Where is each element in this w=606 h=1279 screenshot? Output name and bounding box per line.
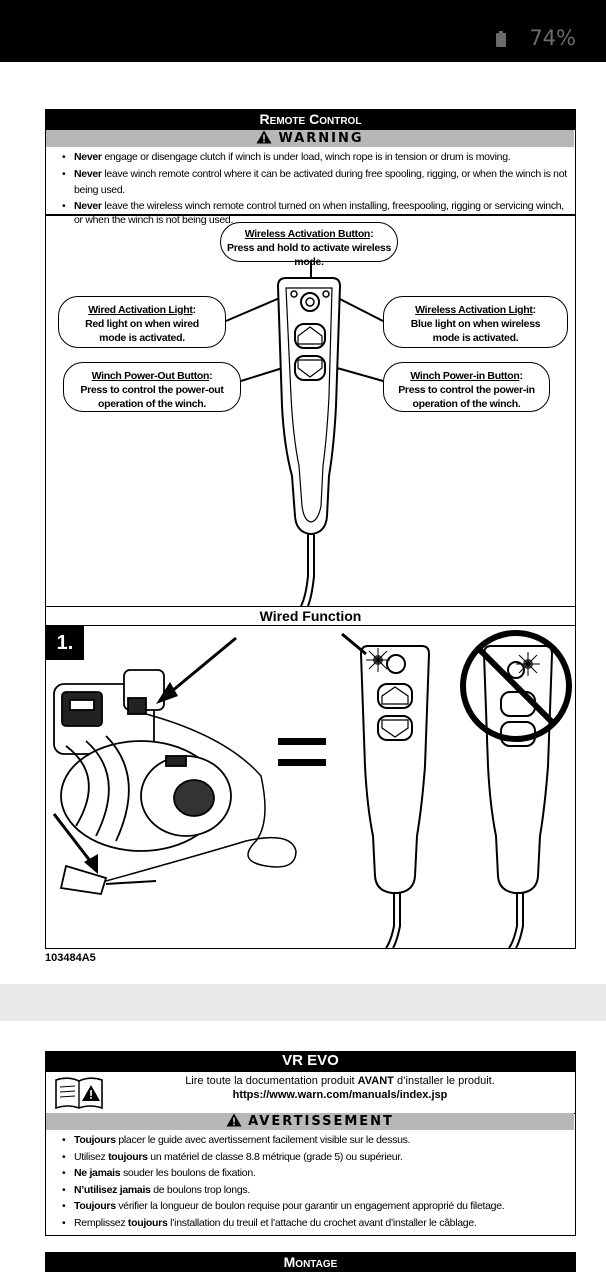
callout-wired-activation-light: Wired Activation Light:Red light on when… <box>58 296 226 348</box>
avertissement-title: AVERTISSEMENT <box>248 1114 394 1129</box>
callout-wireless-activation-button: Wireless Activation Button:Press and hol… <box>220 222 398 268</box>
warning-list: Never engage or disengage clutch if winc… <box>56 149 571 227</box>
wired-function-illustration <box>52 630 572 948</box>
manual-page-1: Remote Control WARNING Never engage or d… <box>0 62 606 984</box>
section-title-montage: Montage <box>45 1252 576 1272</box>
section-title-remote-control: Remote Control <box>45 109 576 129</box>
warning-title: WARNING <box>278 131 364 146</box>
avertissement-item: Ne jamais souder les boulons de fixation… <box>56 1165 571 1182</box>
warning-triangle-icon <box>226 1113 242 1127</box>
read-docs-box: Lire toute la documentation produit AVAN… <box>45 1071 576 1114</box>
warning-item: Never engage or disengage clutch if winc… <box>56 149 571 166</box>
avertissement-item: N’utilisez jamais de boulons trop longs. <box>56 1182 571 1199</box>
status-bar: 74% <box>0 0 606 62</box>
manual-warning-icon <box>55 1077 103 1110</box>
remote-diagram-panel: Wireless Activation Button:Press and hol… <box>45 215 576 607</box>
warning-box: WARNING Never engage or disengage clutch… <box>45 129 576 226</box>
avertissement-item: Toujours placer le guide avec avertissem… <box>56 1132 571 1149</box>
wired-function-panel: 1. <box>45 625 576 949</box>
wired-function-header: Wired Function <box>45 606 576 626</box>
step-number-badge: 1. <box>46 626 84 660</box>
callout-winch-power-out-button: Winch Power-Out Button:Press to control … <box>63 362 241 412</box>
product-title: VR EVO <box>45 1051 576 1071</box>
battery-percentage: 74% <box>529 26 576 50</box>
warning-item: Never leave winch remote control where i… <box>56 166 571 199</box>
warning-item: Never leave the wireless winch remote co… <box>56 199 571 227</box>
avertissement-box: AVERTISSEMENT Toujours placer le guide a… <box>45 1113 576 1236</box>
manuals-url[interactable]: https://www.warn.com/manuals/index.jsp <box>232 1089 448 1101</box>
warning-triangle-icon <box>256 130 272 144</box>
manual-page-2: VR EVO Lire toute la documentation produ… <box>0 1021 606 1279</box>
avertissement-item: Remplissez toujours l’installation du tr… <box>56 1215 571 1232</box>
avertissement-item: Toujours vérifier la longueur de boulon … <box>56 1198 571 1215</box>
part-number: 103484A5 <box>45 952 96 964</box>
avertissement-header: AVERTISSEMENT <box>46 1113 574 1130</box>
avertissement-item: Utilisez toujours un matériel de classe … <box>56 1149 571 1166</box>
read-docs-text: Lire toute la documentation produit AVAN… <box>185 1075 495 1101</box>
avertissement-list: Toujours placer le guide avec avertissem… <box>56 1132 571 1231</box>
callout-wireless-activation-light: Wireless Activation Light:Blue light on … <box>383 296 568 348</box>
battery-icon <box>496 31 506 47</box>
remote-control-illustration <box>225 258 384 606</box>
callout-winch-power-in-button: Winch Power-in Button:Press to control t… <box>383 362 550 412</box>
warning-header: WARNING <box>46 130 574 147</box>
winch-illustration <box>53 669 232 852</box>
